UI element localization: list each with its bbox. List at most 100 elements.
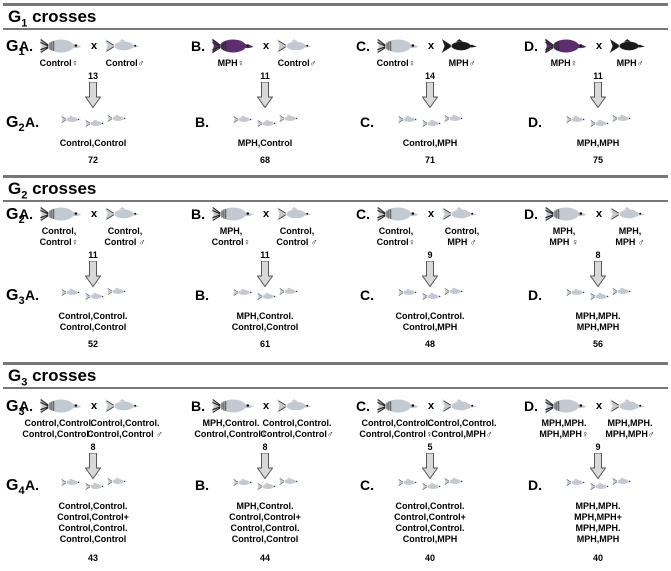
offspring-fish-icon: [85, 119, 106, 128]
generation-arrow: [257, 261, 273, 287]
generation-arrow: [590, 453, 606, 479]
male-fish-icon: [105, 398, 140, 414]
cross-letter: C.: [356, 206, 370, 222]
cross-x: x: [263, 40, 270, 52]
female-parent-label: Control,Control♀: [376, 226, 416, 247]
generation-arrow: [257, 453, 273, 479]
offspring-letter: A.: [25, 114, 39, 130]
parent-generation-label-sub: 3: [18, 406, 25, 419]
male-parent-label: MPH♂: [616, 58, 644, 68]
section-title-rest: crosses: [27, 7, 97, 26]
offspring-letter: C.: [360, 114, 374, 130]
female-fish-icon: [376, 38, 419, 54]
male-fish-icon: [277, 206, 312, 222]
male-fish-icon: [105, 38, 140, 54]
section-title-text: G: [8, 179, 22, 198]
cross-x: x: [263, 400, 270, 412]
cross-letter: A.: [19, 398, 33, 414]
section-title: G1 crosses: [8, 7, 96, 29]
male-parent-label: MPH♂: [448, 58, 476, 68]
offspring-genotype-label: Control,Control.Control,Control+Control,…: [394, 501, 466, 544]
offspring-count: 40: [424, 553, 436, 563]
offspring-fish-icon: [61, 288, 82, 297]
breeding-pairs-count: 11: [88, 250, 98, 260]
male-parent-label: Control,Control.Control,Control ♂: [87, 418, 163, 439]
offspring-fish-icon: [107, 287, 128, 296]
offspring-genotype-label: MPH,MPH.MPH,MPH: [575, 311, 621, 332]
cross-letter: C.: [356, 38, 370, 54]
offspring-fish-icon: [61, 478, 82, 487]
female-parent-label: MPH♀: [550, 58, 578, 68]
male-fish-icon: [442, 38, 477, 54]
cross-x: x: [91, 400, 98, 412]
male-parent-label: Control,Control ♂: [104, 226, 146, 247]
parent-generation-label: G1: [6, 38, 25, 58]
generation-arrow: [590, 82, 606, 108]
female-fish-icon: [211, 398, 254, 414]
male-parent-label: Control,Control.Control,Control♂: [260, 418, 334, 439]
female-parent-label: MPH,Control♀: [211, 226, 251, 247]
cross-letter: D.: [524, 38, 538, 54]
section-title-rest: crosses: [27, 366, 97, 385]
parent-generation-label: G3: [6, 398, 25, 418]
offspring-count: 43: [87, 553, 99, 563]
male-parent-label: Control♂: [277, 58, 317, 68]
offspring-genotype-label: MPH,Control.Control,Control+Control,Cont…: [229, 501, 301, 544]
parent-generation-label-sub: 2: [18, 214, 25, 227]
generation-arrow: [422, 82, 438, 108]
cross-letter: D.: [524, 206, 538, 222]
section-top-rule: [3, 3, 668, 6]
female-parent-label: Control,Control♀: [39, 226, 79, 247]
breeding-pairs-count: 14: [424, 71, 436, 81]
section-title-sub: 1: [21, 17, 28, 30]
section-bottom-rule: [3, 200, 668, 202]
offspring-fish-icon: [422, 119, 443, 128]
offspring-letter: B.: [195, 287, 209, 303]
female-fish-icon: [544, 398, 587, 414]
female-parent-label: MPH,Control.Control,Control♀: [194, 418, 268, 439]
offspring-fish-icon: [398, 288, 419, 297]
parent-generation-label-sub: 1: [18, 46, 25, 59]
generation-arrow: [85, 261, 101, 287]
male-parent-label: Control,Control ♂: [276, 226, 318, 247]
offspring-generation-label: G2: [6, 114, 25, 134]
male-fish-icon: [610, 38, 645, 54]
generation-arrow: [257, 82, 273, 108]
generation-arrow: [422, 261, 438, 287]
cross-x: x: [428, 208, 435, 220]
offspring-fish-icon: [279, 114, 300, 123]
female-parent-label: Control♀: [39, 58, 79, 68]
offspring-count: 56: [592, 339, 604, 349]
cross-letter: B.: [191, 398, 205, 414]
offspring-genotype-label: Control,MPH: [402, 138, 458, 148]
offspring-generation-label-text: G: [6, 477, 19, 494]
offspring-genotype-label: Control,Control.Control,Control: [58, 311, 128, 332]
offspring-fish-icon: [257, 482, 278, 491]
female-fish-icon: [39, 398, 82, 414]
parent-generation-label-text: G: [6, 38, 19, 55]
breeding-pairs-count: 11: [593, 71, 603, 81]
offspring-genotype-label: Control,Control.Control,MPH: [395, 311, 465, 332]
cross-x: x: [91, 40, 98, 52]
offspring-fish-icon: [444, 114, 465, 123]
cross-x: x: [596, 40, 603, 52]
offspring-genotype-label: MPH,Control.Control,Control: [231, 311, 299, 332]
offspring-fish-icon: [257, 292, 278, 301]
offspring-letter: C.: [360, 287, 374, 303]
cross-x: x: [263, 208, 270, 220]
cross-x: x: [428, 400, 435, 412]
offspring-count: 61: [259, 339, 271, 349]
male-fish-icon: [277, 398, 312, 414]
offspring-generation-label: G4: [6, 477, 25, 497]
offspring-fish-icon: [566, 115, 587, 124]
offspring-fish-icon: [107, 114, 128, 123]
offspring-genotype-label: MPH,MPH.MPH,MPH+MPH,MPH.MPH,MPH: [574, 501, 622, 544]
offspring-fish-icon: [85, 292, 106, 301]
breeding-pairs-count: 9: [595, 442, 601, 452]
offspring-genotype-label: MPH,Control: [237, 138, 293, 148]
female-parent-label: Control♀: [376, 58, 416, 68]
offspring-generation-label: G3: [6, 287, 25, 307]
offspring-fish-icon: [233, 115, 254, 124]
offspring-count: 48: [424, 339, 436, 349]
section-title-sub: 2: [21, 189, 28, 202]
